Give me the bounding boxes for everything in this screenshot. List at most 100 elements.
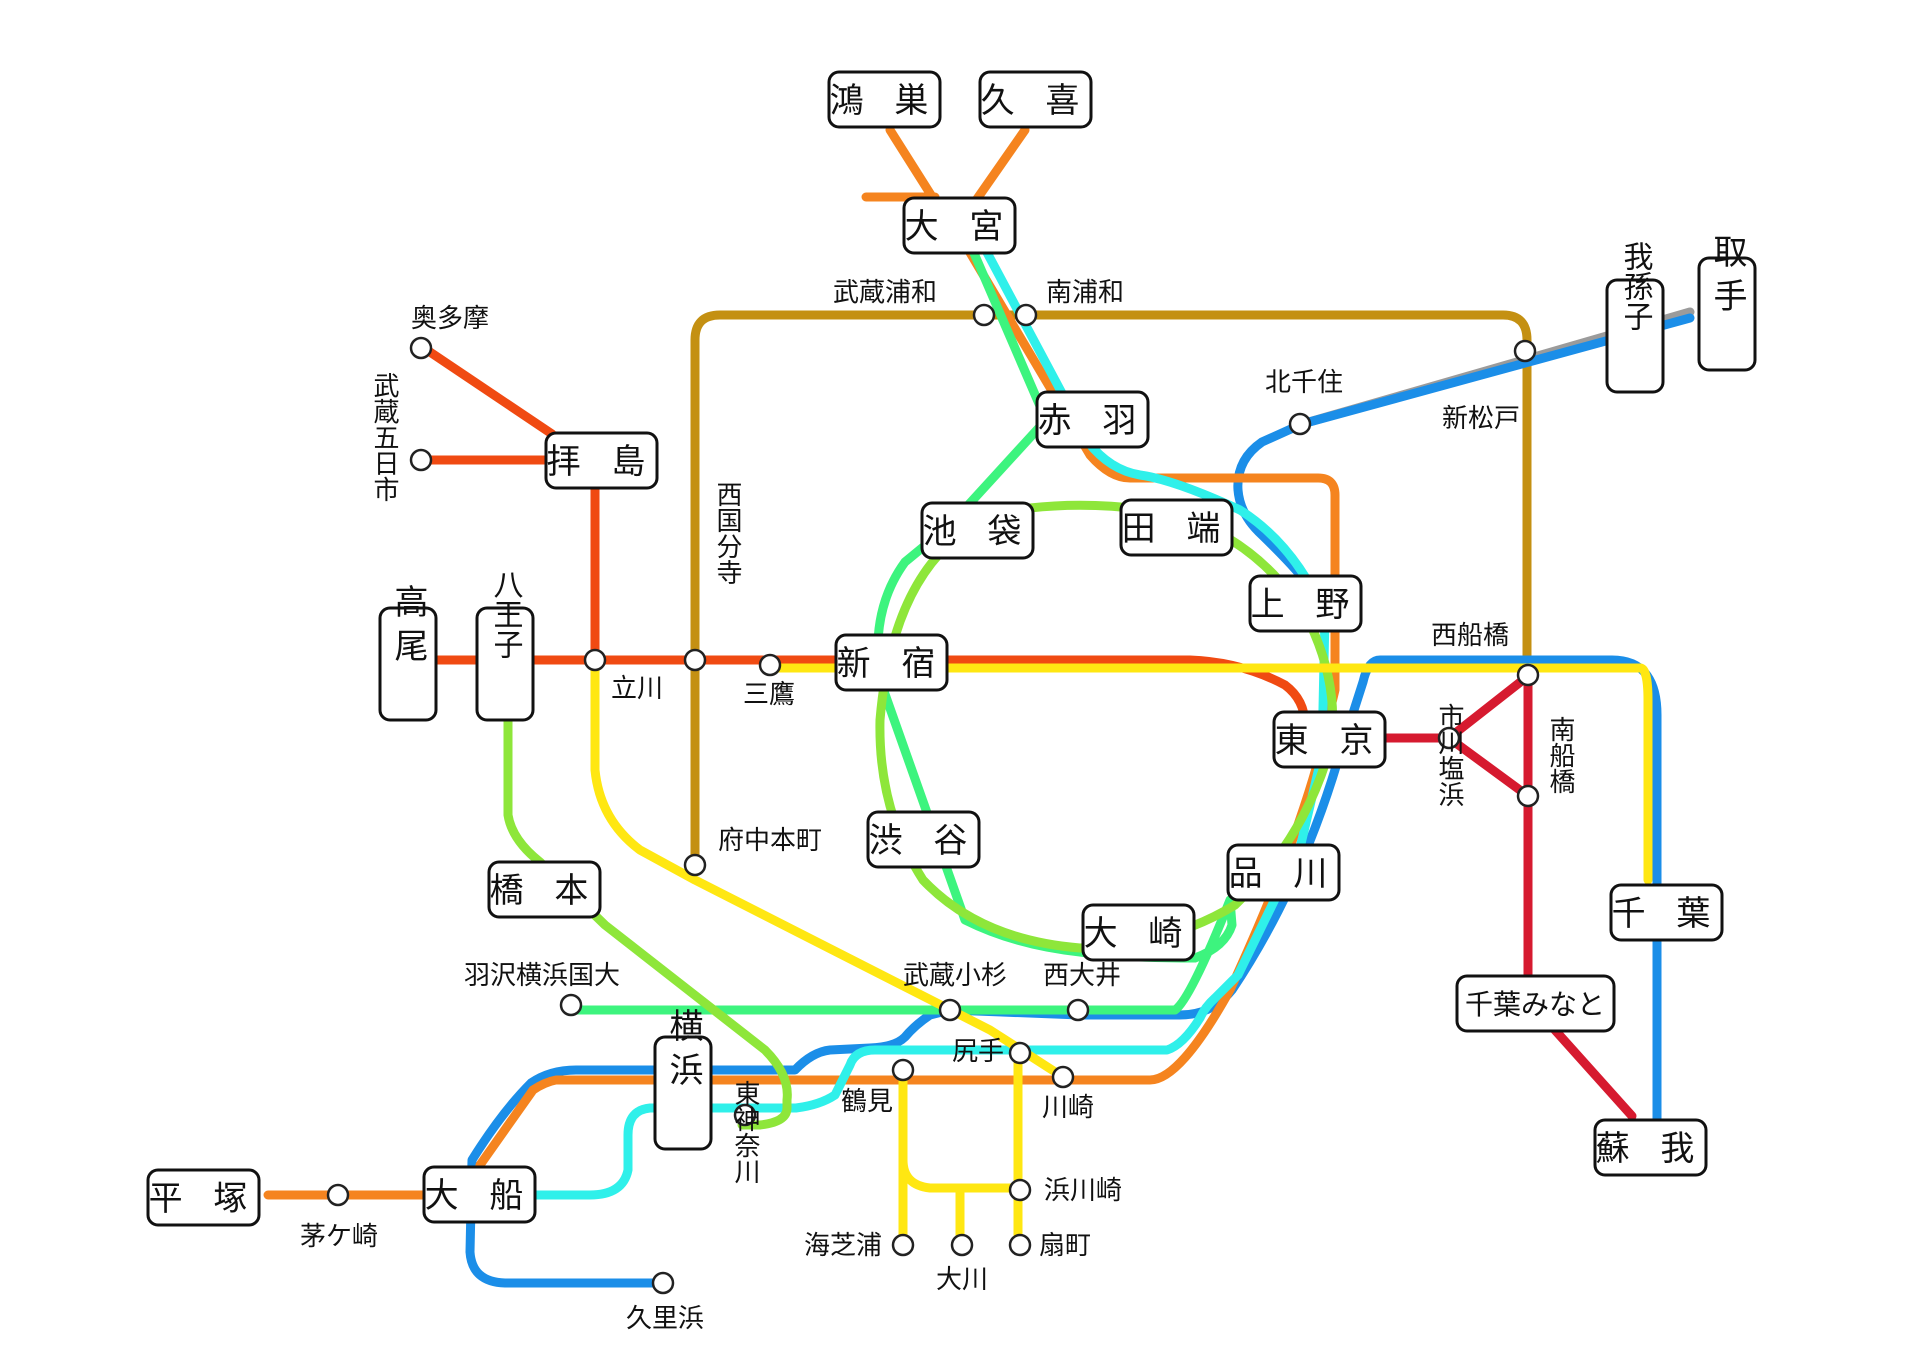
station-box-chibaminato[interactable]: 千葉みなと (1455, 974, 1616, 1033)
station-label-minami-urawa: 南浦和 (1046, 278, 1124, 308)
station-label-kurihama: 久里浜 (626, 1304, 704, 1334)
station-box-toride[interactable]: 取手 (1697, 234, 1757, 372)
minor-stations-layer: 武蔵浦和 南浦和 奥多摩 北千住 新松戸 立川 三鷹 西船橋 府中本町 羽沢横浜… (300, 278, 1575, 1334)
svg-text:渋 谷: 渋 谷 (869, 821, 978, 861)
station-box-konosu[interactable]: 鴻 巣 (827, 70, 942, 129)
station-dot-hama-kawasaki[interactable] (1008, 1178, 1032, 1202)
line-keiyo (1375, 671, 1637, 1121)
station-box-chiba[interactable]: 千 葉 (1609, 883, 1724, 942)
station-dot-okawa[interactable] (950, 1233, 974, 1257)
station-label-higashi-kanagawa: 東神奈川 (730, 1080, 760, 1184)
svg-text:横浜: 横浜 (663, 1008, 703, 1096)
station-box-hachioji[interactable]: 八王子 (475, 569, 535, 722)
station-label-okawa: 大川 (936, 1265, 988, 1295)
station-box-shinjuku[interactable]: 新 宿 (834, 633, 949, 692)
station-dot-hazawa[interactable] (559, 993, 583, 1017)
station-dot-chigasaki[interactable] (326, 1183, 350, 1207)
svg-text:赤 羽: 赤 羽 (1038, 401, 1147, 441)
station-box-omiya[interactable]: 大 宮 (902, 196, 1017, 255)
svg-text:田 端: 田 端 (1122, 509, 1231, 549)
svg-text:池 袋: 池 袋 (923, 512, 1032, 552)
station-dot-ichikawa-shiohama[interactable] (1437, 726, 1461, 750)
station-dot-minami-urawa[interactable] (1014, 303, 1038, 327)
station-box-abiko[interactable]: 我孫子 (1605, 241, 1665, 394)
line-chuo-rapid (419, 343, 1310, 730)
station-label-nishi-funabashi: 西船橋 (1431, 621, 1509, 651)
line-yokohama (503, 685, 792, 1130)
svg-text:新 宿: 新 宿 (837, 644, 946, 684)
svg-text:品 川: 品 川 (1229, 854, 1338, 894)
station-label-nishi-oi: 西大井 (1043, 961, 1121, 991)
station-box-takao[interactable]: 高尾 (378, 584, 438, 722)
station-dot-musashi-urawa[interactable] (972, 303, 996, 327)
station-dot-shin-matsudo[interactable] (1513, 339, 1537, 363)
svg-text:八王子: 八王子 (488, 569, 524, 659)
station-label-ichikawa-shiohama: 市川塩浜 (1434, 703, 1464, 807)
station-box-yokohama[interactable]: 横浜 (653, 1008, 713, 1151)
svg-text:千 葉: 千 葉 (1612, 894, 1721, 934)
station-dot-nishi-funabashi[interactable] (1516, 663, 1540, 687)
station-label-shin-matsudo: 新松戸 (1442, 404, 1520, 434)
station-dot-fuchu-hommachi[interactable] (683, 853, 707, 877)
station-dot-kawasaki[interactable] (1051, 1065, 1075, 1089)
station-dot-tachikawa[interactable] (583, 648, 607, 672)
station-dot-umi-shibaura[interactable] (891, 1233, 915, 1257)
station-box-akabane[interactable]: 赤 羽 (1035, 390, 1150, 449)
station-label-tsurumi: 鶴見 (841, 1087, 893, 1117)
station-box-osaki[interactable]: 大 崎 (1081, 903, 1196, 962)
svg-text:大 宮: 大 宮 (905, 207, 1014, 247)
major-stations-layer: 鴻 巣 久 喜 大 宮 赤 羽 池 袋 田 端 上 野 新 宿 (146, 70, 1757, 1227)
svg-text:久 喜: 久 喜 (981, 81, 1090, 121)
svg-text:大 崎: 大 崎 (1084, 914, 1193, 954)
station-label-kawasaki: 川崎 (1042, 1093, 1094, 1123)
station-box-tokyo[interactable]: 東 京 (1272, 710, 1387, 769)
station-box-hashimoto[interactable]: 橋 本 (487, 860, 602, 919)
station-label-nishi-kokubunji: 西国分寺 (712, 481, 742, 585)
svg-text:高尾: 高尾 (388, 584, 428, 672)
station-box-hiratsuka[interactable]: 平 塚 (146, 1168, 261, 1227)
svg-text:上 野: 上 野 (1251, 585, 1360, 625)
svg-text:東 京: 東 京 (1275, 721, 1384, 761)
station-box-ofuna[interactable]: 大 船 (422, 1165, 537, 1224)
station-box-ikebukuro[interactable]: 池 袋 (920, 501, 1035, 560)
station-dot-musashi-kosugi[interactable] (938, 998, 962, 1022)
station-box-shinagawa[interactable]: 品 川 (1226, 843, 1341, 902)
station-dot-nishi-oi[interactable] (1066, 998, 1090, 1022)
line-keihin-tohoku (526, 225, 1330, 1200)
svg-text:蘇 我: 蘇 我 (1596, 1129, 1705, 1169)
station-dot-nishi-kokubunji[interactable] (683, 648, 707, 672)
station-label-tachikawa: 立川 (611, 674, 663, 704)
station-label-musashi-kosugi: 武蔵小杉 (903, 961, 1007, 991)
svg-text:拝 島: 拝 島 (547, 442, 656, 482)
station-dot-ogimachi[interactable] (1008, 1233, 1032, 1257)
station-label-kita-senju: 北千住 (1265, 368, 1343, 398)
station-dot-okutama[interactable] (409, 336, 433, 360)
station-label-umi-shibaura: 海芝浦 (804, 1231, 882, 1261)
station-dot-musashi-itsukaichi[interactable] (409, 448, 433, 472)
station-label-musashi-itsukaichi: 武蔵五日市 (369, 372, 399, 502)
station-dot-higashi-kanagawa[interactable] (733, 1103, 757, 1127)
svg-text:我孫子: 我孫子 (1618, 241, 1653, 331)
station-label-hazawa: 羽沢横浜国大 (464, 961, 620, 991)
station-dot-shitte[interactable] (1008, 1041, 1032, 1065)
station-label-chigasaki: 茅ケ崎 (300, 1222, 378, 1252)
station-label-okutama: 奥多摩 (411, 304, 489, 334)
station-box-shibuya[interactable]: 渋 谷 (866, 810, 981, 869)
station-label-musashi-urawa: 武蔵浦和 (833, 278, 937, 308)
svg-text:千葉みなと: 千葉みなと (1465, 988, 1605, 1021)
station-label-hama-kawasaki: 浜川崎 (1044, 1176, 1122, 1206)
station-dot-kita-senju[interactable] (1288, 412, 1312, 436)
station-box-tabata[interactable]: 田 端 (1119, 498, 1234, 557)
svg-text:橋 本: 橋 本 (490, 871, 599, 911)
station-dot-mitaka[interactable] (758, 653, 782, 677)
station-dot-minami-funabashi[interactable] (1516, 784, 1540, 808)
station-label-shitte: 尻手 (952, 1037, 1004, 1067)
station-dot-tsurumi[interactable] (891, 1058, 915, 1082)
station-box-soga[interactable]: 蘇 我 (1593, 1118, 1708, 1177)
station-dot-kurihama[interactable] (651, 1271, 675, 1295)
station-box-haijima[interactable]: 拝 島 (544, 431, 659, 490)
station-label-fuchu-hommachi: 府中本町 (718, 826, 822, 856)
station-box-kuki[interactable]: 久 喜 (978, 70, 1093, 129)
station-box-ueno[interactable]: 上 野 (1248, 574, 1363, 633)
